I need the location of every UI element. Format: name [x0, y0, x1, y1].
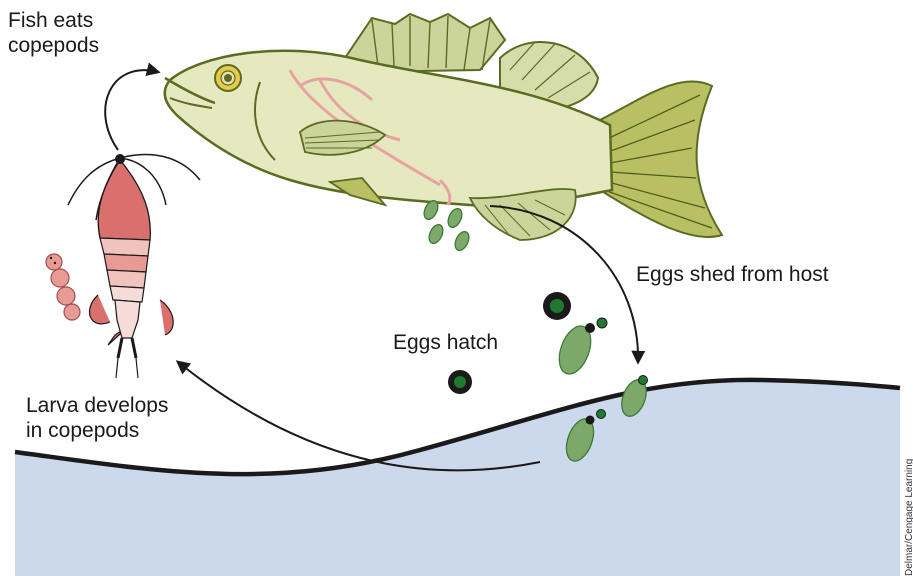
fish-eye-icon [215, 65, 241, 91]
label-larva-line-1: Larva develops [26, 393, 168, 418]
label-eggs-hatch: Eggs hatch [393, 330, 498, 355]
label-eggs-shed: Eggs shed from host [636, 262, 829, 287]
label-fish-eats-copepods: Fish eats copepods [8, 8, 99, 58]
copepod-egg-sac [46, 254, 80, 320]
eggs-in-host [421, 198, 471, 252]
label-fish-eats-line-2: copepods [8, 33, 99, 58]
image-credit: Delmar/Cengage Learning [904, 459, 913, 576]
label-fish-eats-line-1: Fish eats [8, 8, 99, 33]
label-larva-develops: Larva develops in copepods [26, 393, 168, 443]
host-fish [165, 14, 722, 240]
copepod [46, 154, 200, 378]
arrow-fish-eats [105, 70, 158, 150]
label-larva-line-2: in copepods [26, 418, 168, 443]
tail-fin [600, 81, 722, 237]
